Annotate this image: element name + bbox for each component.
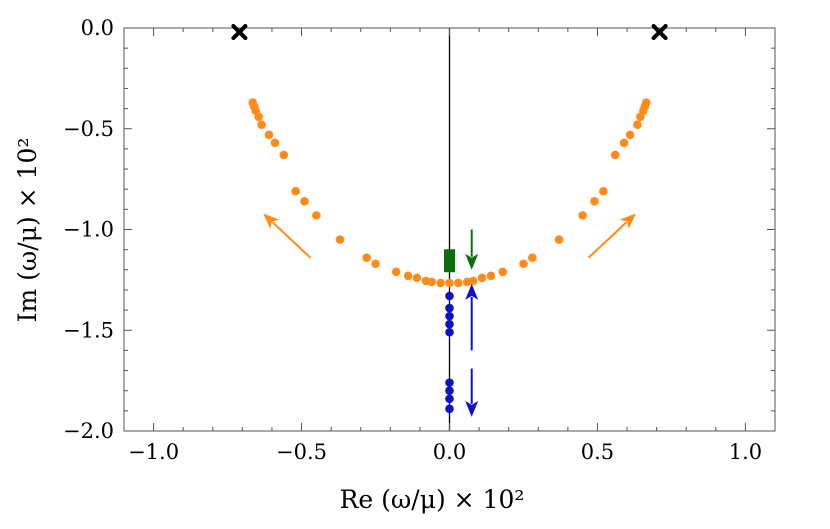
data-point xyxy=(619,138,629,148)
x-tick-label: 0.5 xyxy=(581,440,614,464)
data-point xyxy=(445,278,454,288)
data-point-cross xyxy=(651,24,668,41)
data-point xyxy=(391,267,401,277)
data-point xyxy=(445,404,454,414)
data-point xyxy=(362,253,371,263)
x-tick-label: −0.5 xyxy=(276,440,327,464)
data-point xyxy=(412,273,422,283)
data-point xyxy=(300,196,309,206)
data-point-cross xyxy=(231,24,248,41)
arrow-shaft xyxy=(271,221,312,259)
data-point xyxy=(454,278,463,288)
data-point xyxy=(641,98,651,107)
tick-labels: −1.0 −0.5 0.0 0.5 1.0 0.0 −0.5 −1.0 −1.5 −2.0 xyxy=(63,16,762,464)
data-point xyxy=(403,271,413,281)
data-point xyxy=(528,253,537,263)
data-point xyxy=(257,120,266,130)
data-point xyxy=(279,150,289,160)
data-point xyxy=(436,278,445,288)
data-point xyxy=(468,276,478,286)
data-point xyxy=(610,150,620,160)
data-point xyxy=(291,186,300,196)
y-tick-label: 0.0 xyxy=(81,16,114,40)
arrow-shaft xyxy=(587,221,628,259)
arrow-head xyxy=(619,213,636,230)
data-point xyxy=(427,277,437,287)
y-axis-label: Im (ω/μ) × 10² xyxy=(13,138,42,323)
x-tick-label: 0.0 xyxy=(433,440,466,464)
data-point xyxy=(486,271,496,281)
data-point xyxy=(312,211,321,220)
data-point xyxy=(445,378,454,387)
arrow-head xyxy=(263,213,280,230)
x-tick-label: −1.0 xyxy=(128,440,179,464)
axis-ticks xyxy=(123,27,776,432)
data-point xyxy=(519,259,528,269)
data-point xyxy=(554,235,564,244)
data-point xyxy=(477,273,487,283)
arrow-head xyxy=(465,400,479,417)
data-point-square xyxy=(444,249,455,273)
data-point xyxy=(578,211,587,220)
arrow-head xyxy=(465,283,479,300)
data-point xyxy=(445,311,454,321)
data-point xyxy=(335,235,345,244)
data-point xyxy=(498,267,508,277)
plot-frame xyxy=(123,27,776,432)
data-markers xyxy=(231,24,668,414)
data-point xyxy=(445,303,454,313)
data-point xyxy=(633,120,642,130)
data-point xyxy=(590,196,599,206)
data-point xyxy=(625,130,635,140)
y-tick-label: −1.5 xyxy=(63,318,114,342)
data-point xyxy=(445,386,454,396)
y-tick-label: −2.0 xyxy=(63,419,114,443)
data-point xyxy=(254,112,263,121)
y-tick-label: −1.0 xyxy=(63,218,114,242)
x-tick-label: 1.0 xyxy=(729,440,762,464)
arrow-head xyxy=(465,253,479,270)
y-tick-label: −0.5 xyxy=(63,117,114,141)
data-point xyxy=(599,186,608,196)
data-point xyxy=(445,291,454,301)
data-point xyxy=(270,138,280,148)
data-point xyxy=(264,130,274,140)
data-point xyxy=(445,394,454,404)
data-point xyxy=(445,327,454,337)
arrow-annotations xyxy=(263,213,636,417)
data-point xyxy=(371,259,380,269)
x-axis-label: Re (ω/μ) × 10² xyxy=(340,485,525,514)
data-point xyxy=(445,319,454,329)
